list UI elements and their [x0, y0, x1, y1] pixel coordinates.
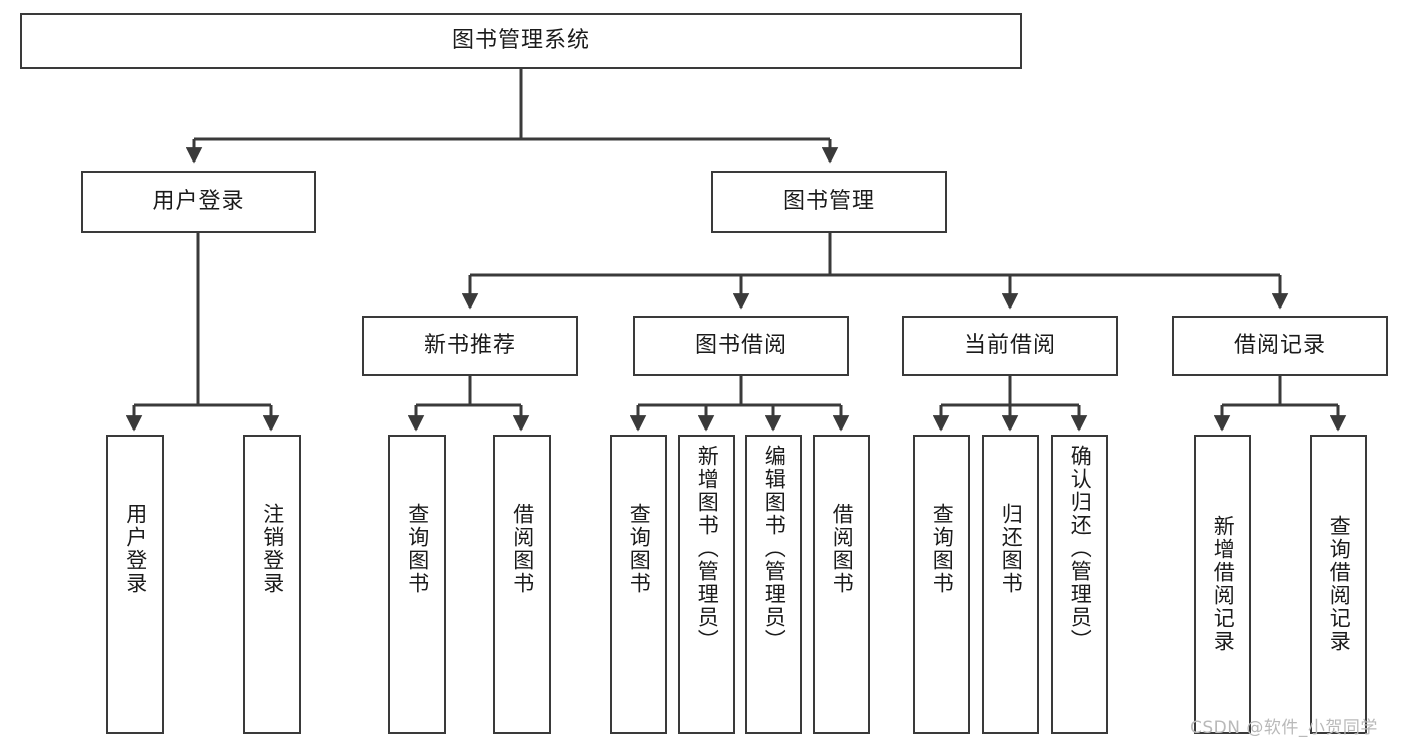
node-label: 借阅记录 — [1233, 332, 1326, 358]
node-label: 用户登录 — [123, 503, 148, 595]
leaf-book-borrow-borrow-book[interactable]: 借阅图书 — [813, 435, 870, 734]
node-label: 新增借阅记录 — [1211, 515, 1236, 653]
node-label: 归还图书 — [999, 503, 1024, 595]
csdn-watermark: CSDN @软件_小贺同学 — [1190, 718, 1378, 738]
node-label: 当前借阅 — [963, 332, 1056, 358]
leaf-book-borrow-edit-book-admin[interactable]: 编辑图书（管理员） — [745, 435, 802, 734]
node-label: 查询图书 — [627, 503, 652, 595]
node-current-borrow[interactable]: 当前借阅 — [902, 316, 1118, 376]
node-root-system[interactable]: 图书管理系统 — [20, 13, 1022, 69]
node-label: 借阅图书 — [510, 503, 535, 595]
node-label: 图书管理系统 — [451, 27, 590, 53]
node-label: 注销登录 — [260, 503, 285, 595]
node-label: 查询图书 — [405, 503, 430, 595]
leaf-borrow-record-query-record[interactable]: 查询借阅记录 — [1310, 435, 1367, 734]
node-label: 新增图书（管理员） — [695, 445, 720, 652]
node-label: 编辑图书（管理员） — [762, 445, 787, 652]
node-label: 查询借阅记录 — [1327, 515, 1352, 653]
node-label: 图书管理 — [782, 188, 875, 214]
leaf-current-borrow-confirm-return-admin[interactable]: 确认归还（管理员） — [1051, 435, 1108, 734]
leaf-user-login-logout[interactable]: 注销登录 — [243, 435, 301, 734]
node-book-borrow[interactable]: 图书借阅 — [633, 316, 849, 376]
leaf-new-book-query-book[interactable]: 查询图书 — [388, 435, 446, 734]
leaf-book-borrow-add-book-admin[interactable]: 新增图书（管理员） — [678, 435, 735, 734]
node-borrow-record[interactable]: 借阅记录 — [1172, 316, 1388, 376]
node-label: 图书借阅 — [694, 332, 787, 358]
node-label: 用户登录 — [152, 188, 245, 214]
node-label: 借阅图书 — [830, 503, 855, 595]
node-label: 查询图书 — [930, 503, 955, 595]
leaf-borrow-record-add-record[interactable]: 新增借阅记录 — [1194, 435, 1251, 734]
leaf-current-borrow-return-book[interactable]: 归还图书 — [982, 435, 1039, 734]
leaf-book-borrow-query-book[interactable]: 查询图书 — [610, 435, 667, 734]
node-label: 确认归还（管理员） — [1068, 445, 1093, 652]
node-user-login[interactable]: 用户登录 — [81, 171, 316, 233]
leaf-current-borrow-query-book[interactable]: 查询图书 — [913, 435, 970, 734]
node-book-management[interactable]: 图书管理 — [711, 171, 947, 233]
node-new-book-recommend[interactable]: 新书推荐 — [362, 316, 578, 376]
leaf-user-login-login[interactable]: 用户登录 — [106, 435, 164, 734]
leaf-new-book-borrow-book[interactable]: 借阅图书 — [493, 435, 551, 734]
node-label: 新书推荐 — [423, 332, 516, 358]
